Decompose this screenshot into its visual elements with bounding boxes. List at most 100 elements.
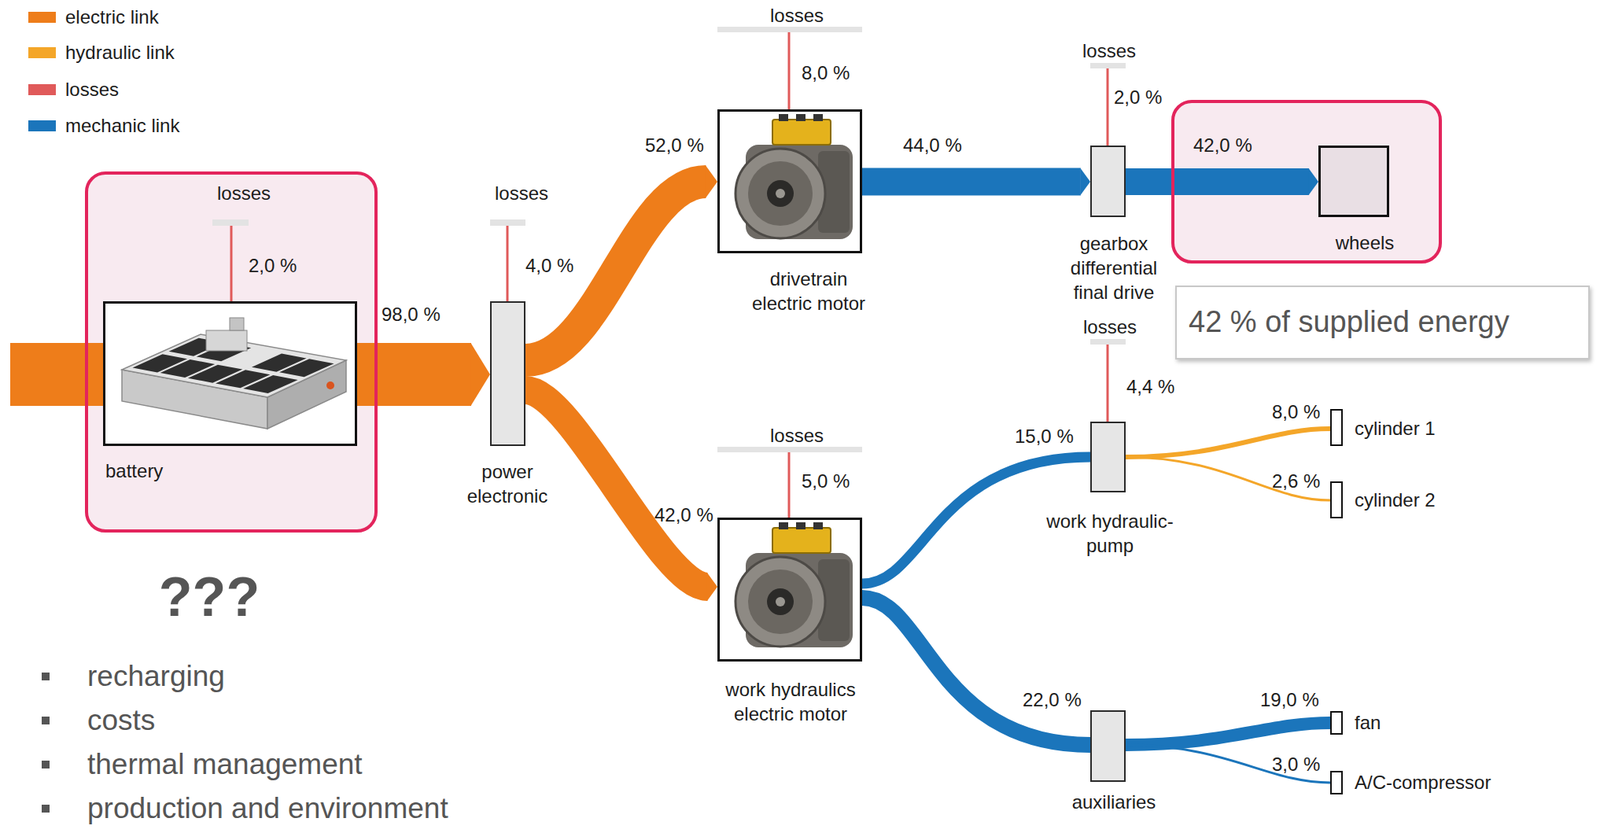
- percentage-label: 8,0 %: [1271, 399, 1320, 424]
- legend-label: electric link: [65, 4, 159, 30]
- highlight-fill: [84, 171, 378, 533]
- component-label: auxiliaries: [1072, 789, 1157, 815]
- component-label: gearbox differential final drive: [1054, 231, 1173, 306]
- consumer-box: fan: [1330, 711, 1343, 735]
- flow-band: [1125, 744, 1331, 783]
- bullet-item: recharging: [87, 657, 225, 696]
- question-marks: ???: [158, 561, 260, 634]
- percentage-label: 4,4 %: [1126, 374, 1175, 399]
- flow-band: [1125, 428, 1331, 458]
- flow-band-path: [1125, 722, 1331, 745]
- consumer-box: cylinder 1: [1330, 409, 1343, 447]
- legend-swatch: [28, 120, 56, 132]
- component-label: cylinder 1: [1354, 416, 1436, 441]
- flow-band: [525, 165, 718, 361]
- converter-box: power electronic: [490, 301, 526, 447]
- battery-module-top: [229, 317, 244, 331]
- percentage-label: 98,0 %: [381, 302, 441, 327]
- loss-label: losses: [770, 3, 824, 28]
- loss-bar: [717, 446, 863, 453]
- bullet: [41, 716, 50, 725]
- loss-bar: [1090, 62, 1126, 69]
- legend-label: mechanic link: [65, 113, 180, 138]
- highlight-frame: 42,0 % wheels: [1171, 99, 1442, 264]
- box-fill: [717, 109, 863, 254]
- loss-line: [1106, 344, 1110, 422]
- flow-band-path: [1125, 457, 1331, 501]
- loss-bar: [717, 26, 863, 33]
- loss-bar: [1090, 339, 1126, 345]
- flow-band: [862, 168, 1091, 196]
- motor-box: drivetrain electric motor: [717, 109, 863, 254]
- flow-arrowhead: [1308, 168, 1319, 196]
- percentage-label: 8,0 %: [801, 60, 850, 85]
- percentage-label: 2,6 %: [1271, 468, 1320, 494]
- percentage-label: 42,0 %: [1193, 132, 1253, 158]
- legend-label: hydraulic link: [65, 40, 175, 65]
- flow-band: [862, 597, 1091, 745]
- component-label: work hydraulic- pump: [1039, 508, 1181, 558]
- gearbox-box: gearbox differential final drive: [1090, 145, 1126, 218]
- battery-connector: [326, 381, 335, 390]
- bullet-item: production and environment: [87, 789, 449, 828]
- bullet: [41, 760, 50, 769]
- bullet-item: costs: [87, 701, 155, 740]
- component-label: wheels: [1335, 230, 1395, 255]
- legend-swatch: [28, 11, 56, 23]
- percentage-label: 42,0 %: [654, 502, 714, 528]
- flow-band: [525, 390, 718, 601]
- loss-label: losses: [770, 423, 824, 448]
- callout-box: 42 % of supplied energy: [1175, 285, 1590, 360]
- flow-arrowhead: [707, 572, 718, 601]
- percentage-label: 44,0 %: [903, 132, 963, 158]
- component-label: power electronic: [456, 459, 559, 509]
- motor-picture: [735, 522, 853, 648]
- wheels-box: wheels: [1318, 145, 1390, 218]
- percentage-label: 5,0 %: [801, 468, 850, 494]
- percentage-label: 52,0 %: [645, 132, 705, 158]
- flow-band-path: [862, 597, 1091, 745]
- supply-band: [10, 342, 104, 406]
- loss-line: [230, 225, 233, 302]
- flow-arrowhead: [705, 165, 718, 199]
- box-fill: [717, 517, 863, 662]
- loss-label: losses: [494, 180, 549, 206]
- battery-cell: [243, 375, 298, 394]
- percentage-label: 19,0 %: [1260, 687, 1320, 712]
- loss-line: [506, 225, 509, 302]
- legend-swatch: [28, 84, 56, 96]
- flow-band-path: [525, 181, 706, 361]
- callout-text: 42 % of supplied energy: [1188, 302, 1510, 342]
- percentage-label: 3,0 %: [1271, 752, 1320, 777]
- auxiliaries-box: auxiliaries: [1090, 710, 1126, 782]
- bullet: [41, 804, 50, 813]
- bullet-item: thermal management: [87, 745, 363, 784]
- component-label: work hydraulics electric motor: [715, 677, 866, 727]
- motor-box: work hydraulics electric motor: [717, 517, 863, 662]
- component-label: cylinder 2: [1354, 487, 1436, 513]
- percentage-label: 22,0 %: [1022, 687, 1082, 712]
- component-label: fan: [1354, 710, 1381, 735]
- flow-band-path: [862, 168, 1081, 196]
- loss-label: losses: [217, 180, 271, 206]
- consumer-box: A/C-compressor: [1330, 770, 1343, 795]
- component-label: battery: [105, 458, 163, 483]
- percentage-label: 2,0 %: [1113, 84, 1162, 110]
- pump-box: work hydraulic- pump: [1090, 421, 1126, 493]
- flow-band-path: [525, 390, 708, 587]
- loss-label: losses: [1082, 38, 1136, 63]
- flow-band: [1125, 722, 1331, 745]
- legend-label: losses: [65, 77, 119, 102]
- flow-band: [1125, 457, 1331, 501]
- flow-arrowhead: [1080, 168, 1091, 196]
- battery-cell: [279, 358, 334, 377]
- flow-band-path: [1125, 744, 1331, 783]
- loss-line: [788, 32, 791, 110]
- loss-label: losses: [1083, 314, 1137, 340]
- loss-bar: [490, 219, 526, 226]
- battery-module: [206, 330, 248, 351]
- flow-band-path: [1125, 168, 1309, 196]
- component-label: drivetrain electric motor: [741, 266, 876, 316]
- flow-band: [1125, 168, 1319, 196]
